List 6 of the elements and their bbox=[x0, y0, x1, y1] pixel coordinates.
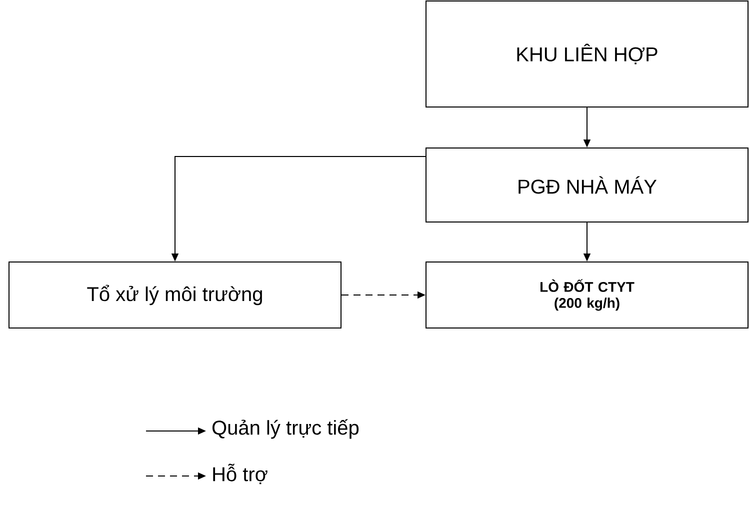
org-box: PGĐ NHÀ MÁY bbox=[426, 148, 748, 222]
legend-text: Quản lý trực tiếp bbox=[212, 419, 359, 439]
org-box: LÒ ĐỐT CTYT (200 kg/h) bbox=[426, 262, 748, 328]
org-box: Tổ xử lý môi trường bbox=[8, 262, 342, 328]
legend-text: Hỗ trợ bbox=[213, 464, 268, 484]
org-box: KHU LIÊN HỢP bbox=[426, 0, 748, 108]
